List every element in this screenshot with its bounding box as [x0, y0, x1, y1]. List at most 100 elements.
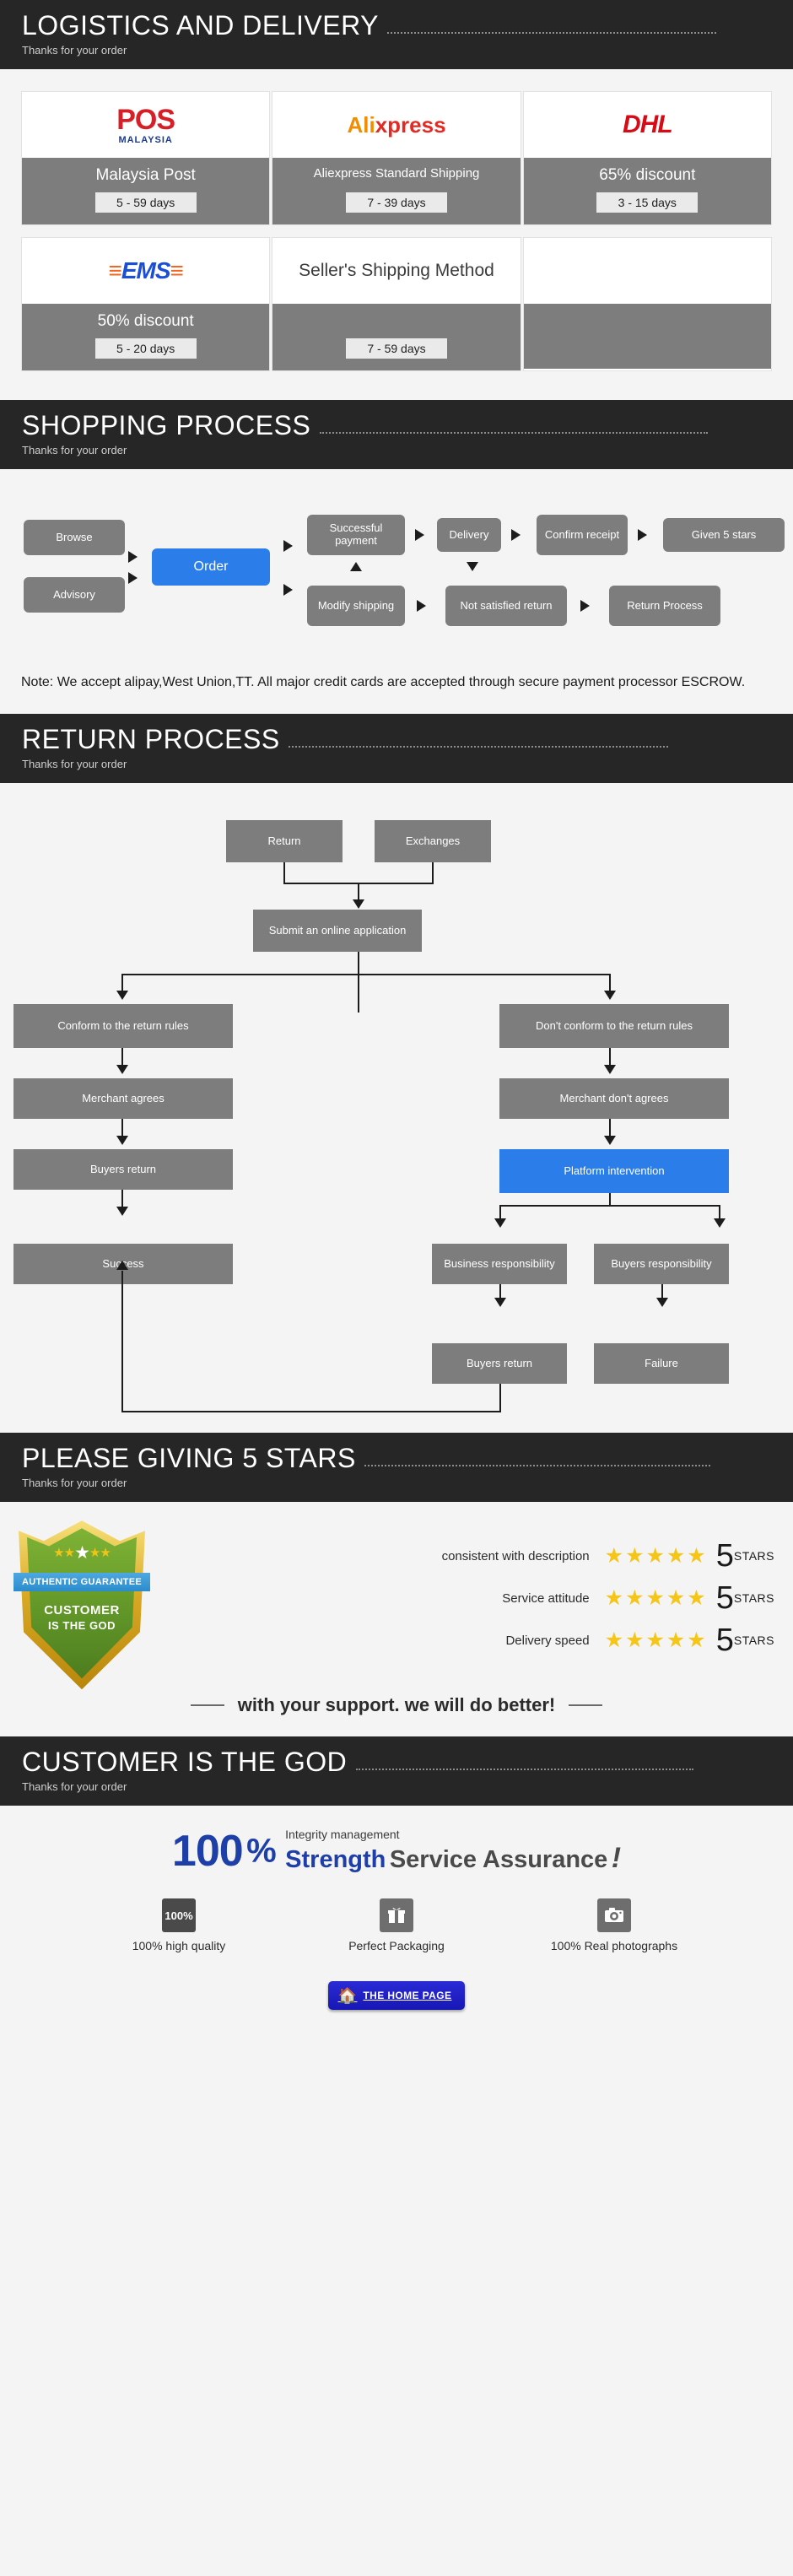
flow-node-delivery: Delivery	[437, 518, 501, 552]
ems-logo-text: EMS	[121, 257, 171, 284]
rating-unit: STARS	[733, 1634, 774, 1648]
title-dotted-rule	[355, 1769, 693, 1771]
delivery-days-badge: 7 - 39 days	[345, 192, 447, 213]
rating-stars-icon: ★★★★★	[604, 1543, 708, 1568]
the-home-page-button[interactable]: 🏠 THE HOME PAGE	[327, 1981, 466, 2011]
rating-score: 5	[715, 1623, 734, 1659]
authentic-guarantee-badge: ★★★★★ AUTHENTIC GUARANTEE CUSTOMER IS TH…	[13, 1520, 150, 1690]
flow-arrow-buyers-resp-to-failure	[656, 1298, 668, 1308]
rating-label: Delivery speed	[505, 1633, 590, 1648]
badge-text: CUSTOMER IS THE GOD	[19, 1603, 145, 1633]
hundred-percent-icon: 100%	[162, 1898, 196, 1933]
support-tagline: with your support. we will do better!	[0, 1689, 793, 1725]
section-header-returns: RETURN PROCESS Thanks for your order	[0, 714, 793, 784]
delivery-days-badge: 5 - 59 days	[94, 192, 197, 213]
flow-node-confirm-receipt: Confirm receipt	[537, 515, 628, 555]
title-dotted-rule	[387, 32, 717, 34]
feature-item: 100% Real photographs	[526, 1898, 703, 1952]
connector	[121, 1190, 123, 1212]
flow-arrow-to-success	[116, 1207, 128, 1217]
flow-node-buyers-return-right: Buyers return	[432, 1343, 567, 1385]
section-subtitle: Thanks for your order	[22, 1780, 127, 1794]
flow-node-not-conform-rules: Don't conform to the return rules	[499, 1004, 729, 1049]
return-process-flowchart-bottom: Buyers return Failure	[0, 1261, 793, 1434]
section-header-shopping: SHOPPING PROCESS Thanks for your order	[0, 400, 793, 469]
flow-arrow-notsatisfied-to-returnprocess	[580, 600, 590, 612]
rating-score: 5	[715, 1580, 734, 1617]
features-row: 100% 100% high quality Perfect Packaging	[0, 1898, 793, 1952]
connector	[121, 974, 123, 993]
connector	[121, 1119, 123, 1142]
service-assurance-label: Service Assurance	[389, 1845, 608, 1873]
flow-arrow-advisory-to-order	[128, 572, 138, 584]
flow-node-order: Order	[152, 548, 270, 586]
delivery-days-badge: 3 - 15 days	[596, 192, 699, 213]
hundred-percent-banner: 100 % Integrity management Strength Serv…	[0, 1826, 793, 1877]
connector-stub	[358, 974, 359, 1013]
shipping-row-2: ≡EMS≡ 50% discount 5 - 20 days Seller's …	[21, 237, 772, 371]
flow-node-buyers-return-left: Buyers return	[13, 1149, 233, 1191]
divider-left	[190, 1704, 224, 1707]
return-process-flowchart-lower: Success Business responsibility Buyers r…	[0, 1230, 793, 1341]
rating-unit: STARS	[733, 1591, 774, 1606]
return-process-flowchart: Return Exchanges Submit an online applic…	[0, 783, 793, 1256]
express-logo-text: xpress	[375, 112, 446, 138]
shipping-cell-aliexpress: Alixpress Aliexpress Standard Shipping 7…	[272, 91, 521, 225]
flow-node-platform-intervention: Platform intervention	[499, 1149, 729, 1194]
hundred-number: 100	[171, 1827, 244, 1877]
flow-arrow-conform-to-merchant	[116, 1065, 128, 1075]
shopping-process-flowchart: Browse Advisory Order Successful payment…	[0, 469, 793, 659]
flow-node-return: Return	[226, 820, 343, 863]
payment-note: Note: We accept alipay,West Union,TT. Al…	[21, 675, 746, 689]
delivery-days-badge: 7 - 59 days	[345, 338, 447, 359]
flow-arrow-browse-to-order	[128, 551, 138, 563]
flow-arrow-to-buyers-responsibility	[714, 1218, 726, 1229]
section-subtitle: Thanks for your order	[22, 444, 127, 456]
shipping-cell-seller-method: Seller's Shipping Method 7 - 59 days	[272, 237, 521, 371]
connector	[358, 883, 359, 902]
connector	[499, 1384, 501, 1412]
ratings-rows: consistent with description ★★★★★ 5 STAR…	[145, 1540, 774, 1669]
ratings-block: ★★★★★ AUTHENTIC GUARANTEE CUSTOMER IS TH…	[0, 1502, 793, 1737]
rating-row: consistent with description ★★★★★ 5 STAR…	[148, 1540, 774, 1572]
percent-symbol: %	[246, 1832, 277, 1870]
product-description-page: LOGISTICS AND DELIVERY Thanks for your o…	[0, 0, 793, 2036]
section-header-logistics: LOGISTICS AND DELIVERY Thanks for your o…	[0, 0, 793, 69]
support-text: with your support. we will do better!	[237, 1694, 556, 1716]
flow-node-conform-rules: Conform to the return rules	[13, 1004, 233, 1049]
shipping-cell-body: Aliexpress Standard Shipping 7 - 39 days	[272, 158, 521, 224]
shipping-cell-malaysia-post: POS MALAYSIA Malaysia Post 5 - 59 days	[21, 91, 271, 225]
connector	[661, 1284, 663, 1304]
connector	[432, 862, 434, 883]
section-title: CUSTOMER IS THE GOD	[22, 1747, 348, 1778]
ems-logo: ≡EMS≡	[22, 238, 270, 304]
dhl-logo-text: DHL	[622, 111, 673, 138]
connector	[499, 1284, 501, 1304]
badge-stars-icon: ★★★★★	[53, 1543, 111, 1563]
section-title: PLEASE GIVING 5 STARS	[22, 1443, 356, 1474]
ali-logo-text: Ali	[347, 112, 375, 138]
flow-node-merchant-agrees: Merchant agrees	[13, 1078, 233, 1120]
feature-item: Perfect Packaging	[308, 1898, 485, 1952]
flow-node-buyers-responsibility: Buyers responsibility	[594, 1244, 729, 1285]
badge-line-1: CUSTOMER	[44, 1603, 120, 1618]
carrier-name: Malaysia Post	[95, 166, 196, 184]
shipping-cell-body-empty	[523, 304, 771, 369]
title-dotted-rule	[319, 432, 708, 434]
flow-arrow-to-business-responsibility	[494, 1218, 506, 1229]
connector	[499, 1205, 501, 1221]
pos-logo-text: POS	[116, 103, 175, 136]
shipping-methods-table: POS MALAYSIA Malaysia Post 5 - 59 days A…	[0, 69, 793, 400]
dhl-logo: DHL	[523, 92, 771, 158]
section-title: RETURN PROCESS	[22, 724, 280, 755]
flow-arrow-order-to-payment	[283, 540, 293, 552]
pos-logo-subtext: MALAYSIA	[118, 134, 173, 145]
flow-arrow-merchant-to-platform	[604, 1136, 616, 1146]
flow-node-modify-shipping: Modify shipping	[307, 586, 405, 626]
section-title: SHOPPING PROCESS	[22, 410, 311, 440]
guarantee-block: 100 % Integrity management Strength Serv…	[0, 1806, 793, 2036]
connector	[283, 862, 285, 883]
title-dotted-rule	[289, 746, 669, 748]
rating-unit: STARS	[733, 1549, 774, 1563]
flow-node-advisory: Advisory	[24, 577, 125, 613]
